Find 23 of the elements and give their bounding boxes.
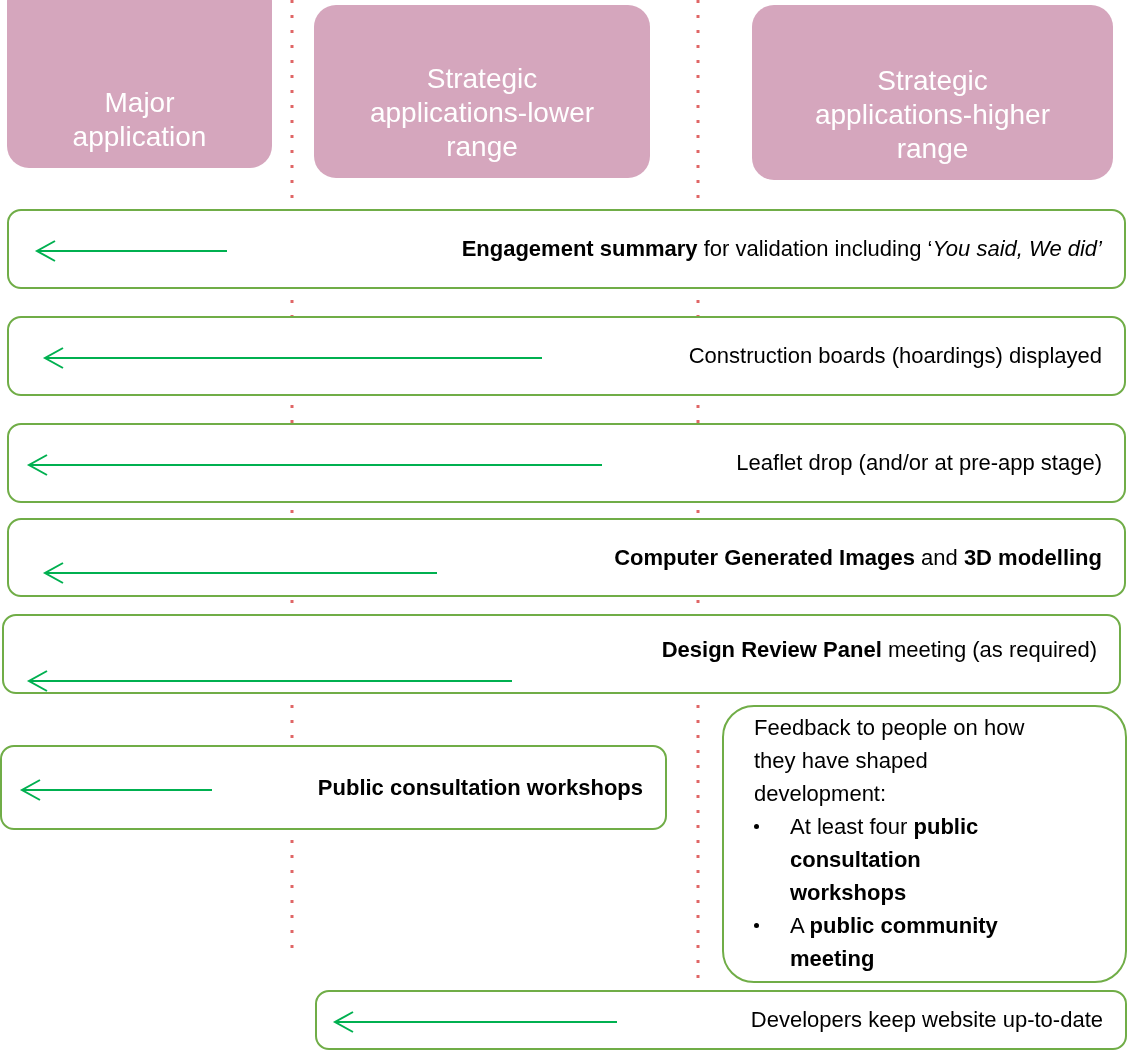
activity-box (7, 209, 1126, 289)
header-text: Strategic applications-lower range (368, 62, 596, 164)
activity-text: Construction boards (hoardings) displayed (688, 342, 1102, 370)
activity-text: Developers keep website up-to-date (750, 1006, 1103, 1034)
header-text: Major application (71, 86, 208, 154)
stage-header (314, 5, 650, 178)
activity-text: Leaflet drop (and/or at pre-app stage) (736, 449, 1102, 477)
activity-box (2, 614, 1121, 694)
activity-box (7, 316, 1126, 396)
activity-box (7, 423, 1126, 503)
feedback-text: Feedback to people on how they have shaped development: (754, 714, 1026, 808)
header-text: Strategic applications-higher range (813, 64, 1051, 166)
activity-box (315, 990, 1127, 1050)
activity-text: Design Review Panel meeting (as required) (661, 636, 1097, 664)
activity-box (0, 745, 667, 830)
feedback-box (722, 705, 1127, 983)
activity-text: Computer Generated Images and 3D modelling (614, 543, 1102, 572)
stage-header (752, 5, 1113, 180)
activity-text: Engagement summary for validation including ‘You said, We did’ (461, 235, 1102, 263)
activity-text: Public consultation workshops (317, 773, 643, 802)
activity-box (7, 518, 1126, 597)
bullet-text: A public community meeting (790, 912, 999, 973)
stage-header (7, 0, 272, 168)
